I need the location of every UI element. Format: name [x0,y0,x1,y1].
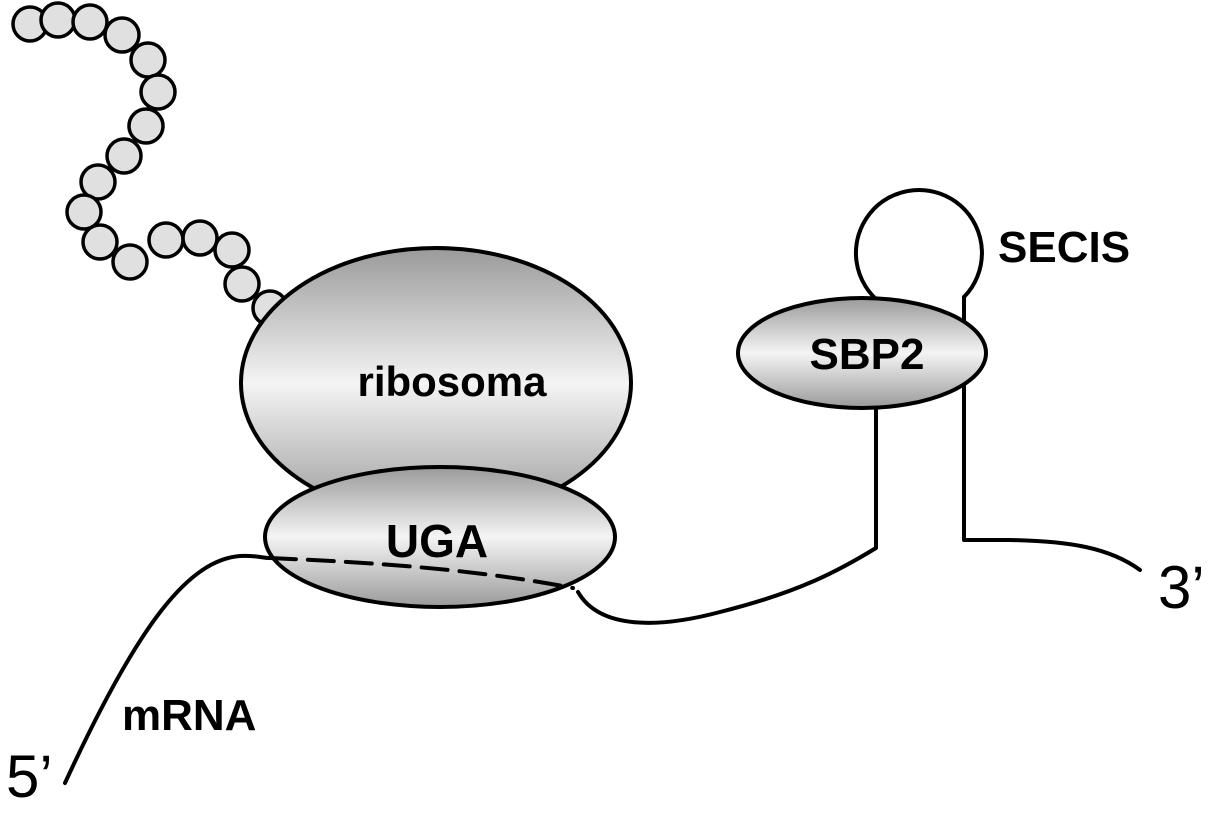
uga-subunit [263,465,617,609]
secis-label: SECIS [998,223,1130,272]
amino-acid-bead [103,16,141,54]
secis-loop [853,188,984,306]
mrna-strand-dashed [268,556,575,590]
uga-codon-label: UGA [386,515,488,567]
amino-acid-bead [111,243,149,281]
ribosome-label: ribosoma [357,358,547,405]
amino-acid-bead [147,221,185,259]
mrna-strand-middle [576,403,878,625]
amino-acid-bead [181,219,219,257]
amino-acid-bead [71,3,109,41]
amino-acid-bead [127,107,165,145]
amino-acid-bead [129,41,167,79]
sbp2-protein [736,296,988,410]
amino-acid-bead [223,265,261,303]
mrna-label: mRNA [122,691,256,740]
three-prime-label: 3’ [1158,554,1205,621]
amino-acid-bead [65,193,103,231]
amino-acid-bead [105,137,143,175]
amino-acid-bead [81,223,119,261]
amino-acid-bead [39,1,77,39]
amino-acid-bead [213,231,251,269]
sbp2-label: SBP2 [810,330,925,379]
polypeptide-chain [11,1,289,327]
amino-acid-bead [139,73,177,111]
mrna-strand-3prime [962,295,1142,572]
amino-acid-bead [79,163,117,201]
mrna-strand-5prime [63,553,272,785]
five-prime-label: 5’ [6,743,53,810]
